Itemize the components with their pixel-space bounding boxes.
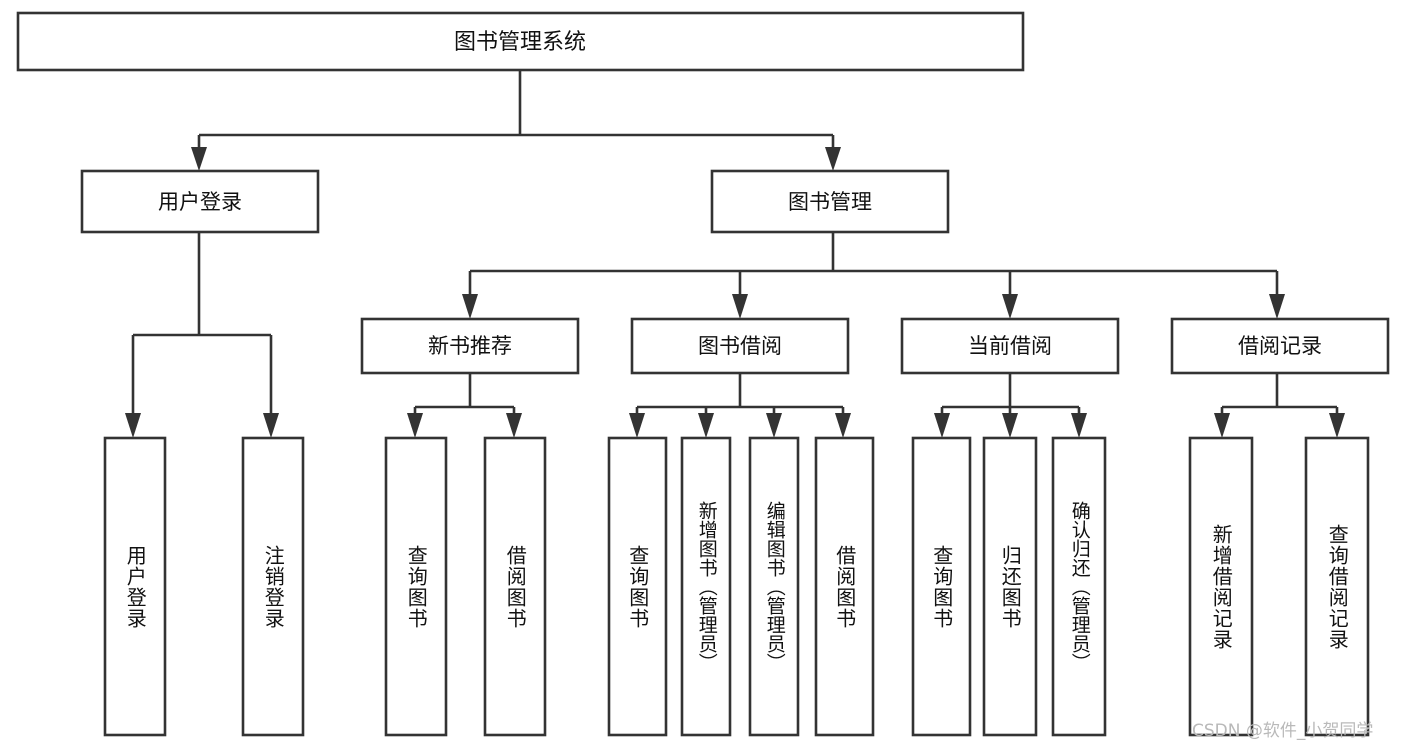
- leaf-add-borrow-record[interactable]: [1188, 436, 1254, 737]
- leaf-query-borrow-record[interactable]: [1304, 436, 1370, 737]
- node-borrow-record-label: 借阅记录: [1238, 334, 1322, 358]
- arrow-to-leaf-12: [1329, 413, 1345, 438]
- arrow-to-leaf-6: [766, 413, 782, 438]
- arrow-to-current-borrow: [1002, 294, 1018, 319]
- arrow-to-new-book-rec: [462, 294, 478, 319]
- leaf-edit-book-admin[interactable]: [748, 436, 800, 737]
- arrow-to-user-login: [191, 147, 207, 171]
- node-current-borrow[interactable]: [900, 317, 1120, 375]
- arrow-to-book-borrow: [732, 294, 748, 319]
- node-user-login[interactable]: [80, 169, 320, 234]
- node-current-borrow-label: 当前借阅: [968, 334, 1052, 358]
- node-new-book-recommend-label: 新书推荐: [428, 334, 512, 358]
- arrow-to-leaf-8: [934, 413, 950, 438]
- arrow-to-leaf-11: [1214, 413, 1230, 438]
- arrow-to-leaf-2: [407, 413, 423, 438]
- arrow-to-leaf-0: [125, 413, 141, 438]
- leaf-query-book-2[interactable]: [607, 436, 668, 737]
- leaf-borrow-book-2[interactable]: [814, 436, 875, 737]
- node-book-borrow-label: 图书借阅: [698, 334, 782, 358]
- arrow-to-leaf-5: [698, 413, 714, 438]
- node-user-login-label: 用户登录: [158, 190, 242, 214]
- leaf-logout[interactable]: [241, 436, 305, 737]
- node-book-management[interactable]: [710, 169, 950, 234]
- node-root[interactable]: [16, 11, 1025, 72]
- node-root-label: 图书管理系统: [454, 30, 586, 55]
- arrow-to-leaf-7: [835, 413, 851, 438]
- node-book-management-label: 图书管理: [788, 190, 872, 214]
- node-new-book-recommend[interactable]: [360, 317, 580, 375]
- arrow-to-leaf-9: [1002, 413, 1018, 438]
- leaf-add-book-admin[interactable]: [680, 436, 732, 737]
- leaf-query-book-1[interactable]: [384, 436, 448, 737]
- leaf-query-book-3[interactable]: [911, 436, 972, 737]
- node-borrow-record[interactable]: [1170, 317, 1390, 375]
- arrow-to-leaf-1: [263, 413, 279, 438]
- leaf-return-book[interactable]: [982, 436, 1038, 737]
- node-book-borrow[interactable]: [630, 317, 850, 375]
- arrow-to-borrow-record: [1269, 294, 1285, 319]
- arrow-to-leaf-10: [1071, 413, 1087, 438]
- leaf-borrow-book-1[interactable]: [483, 436, 547, 737]
- leaf-confirm-return-admin[interactable]: [1051, 436, 1107, 737]
- node-layer: 图书管理系统 用户登录 图书管理 新书推荐 图书借阅 当前借阅 借阅记录: [16, 11, 1390, 737]
- arrow-to-book-mgmt: [825, 147, 841, 171]
- connector-layer: [125, 70, 1345, 438]
- arrow-to-leaf-3: [506, 413, 522, 438]
- leaf-user-login[interactable]: [103, 436, 167, 737]
- arrow-to-leaf-4: [629, 413, 645, 438]
